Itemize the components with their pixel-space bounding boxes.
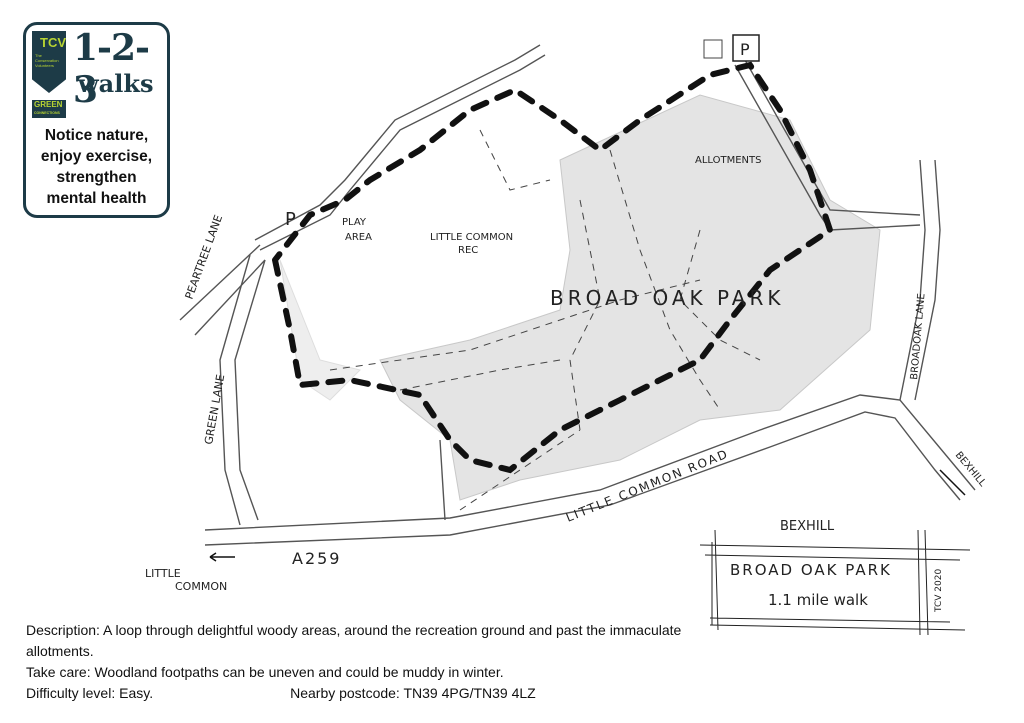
walk-route <box>272 61 834 474</box>
tagline: Notice nature, enjoy exercise, strengthe… <box>40 127 153 207</box>
postcode-text: Nearby postcode: TN39 4PG/TN39 4LZ <box>290 685 536 701</box>
difficulty-text: Difficulty level: Easy. <box>26 685 154 701</box>
svg-text:P: P <box>740 40 750 59</box>
map-title-box: BEXHILL BROAD OAK PARK 1.1 mile walk TCV… <box>699 519 971 636</box>
svg-text:TCV 2020: TCV 2020 <box>934 569 944 613</box>
parking-icon-north: P <box>703 34 760 62</box>
woodland-area <box>379 94 881 501</box>
arrow-icon <box>939 469 966 496</box>
walk-info: Description: A loop through delightful w… <box>26 620 686 704</box>
svg-text:BROAD OAK PARK: BROAD OAK PARK <box>730 561 892 579</box>
broadoak-lane-label: BROADOAK LANE <box>909 293 928 380</box>
parking-icon-west: P <box>285 209 296 230</box>
woodland-west <box>279 259 361 401</box>
arrow-icon <box>209 552 235 562</box>
svg-text:1.1 mile walk: 1.1 mile walk <box>768 591 868 609</box>
svg-text:BEXHILL: BEXHILL <box>780 519 835 534</box>
park-label: BROAD OAK PARK <box>550 286 784 310</box>
peartree-lane-label: PEARTREE LANE <box>183 213 226 301</box>
brand-word: walks <box>78 69 154 98</box>
a259-label: A259 <box>292 549 341 568</box>
take-care-text: Take care: Woodland footpaths can be une… <box>26 664 504 680</box>
svg-text:P: P <box>285 209 296 230</box>
footpaths <box>329 129 761 511</box>
description-text: Description: A loop through delightful w… <box>26 622 682 659</box>
roads <box>179 44 976 546</box>
tcv-logo: TCV The Conservation Volunteers <box>32 31 66 93</box>
allotments-label: ALLOTMENTS <box>695 155 762 166</box>
brand-number: 1-2-3 <box>73 27 150 111</box>
